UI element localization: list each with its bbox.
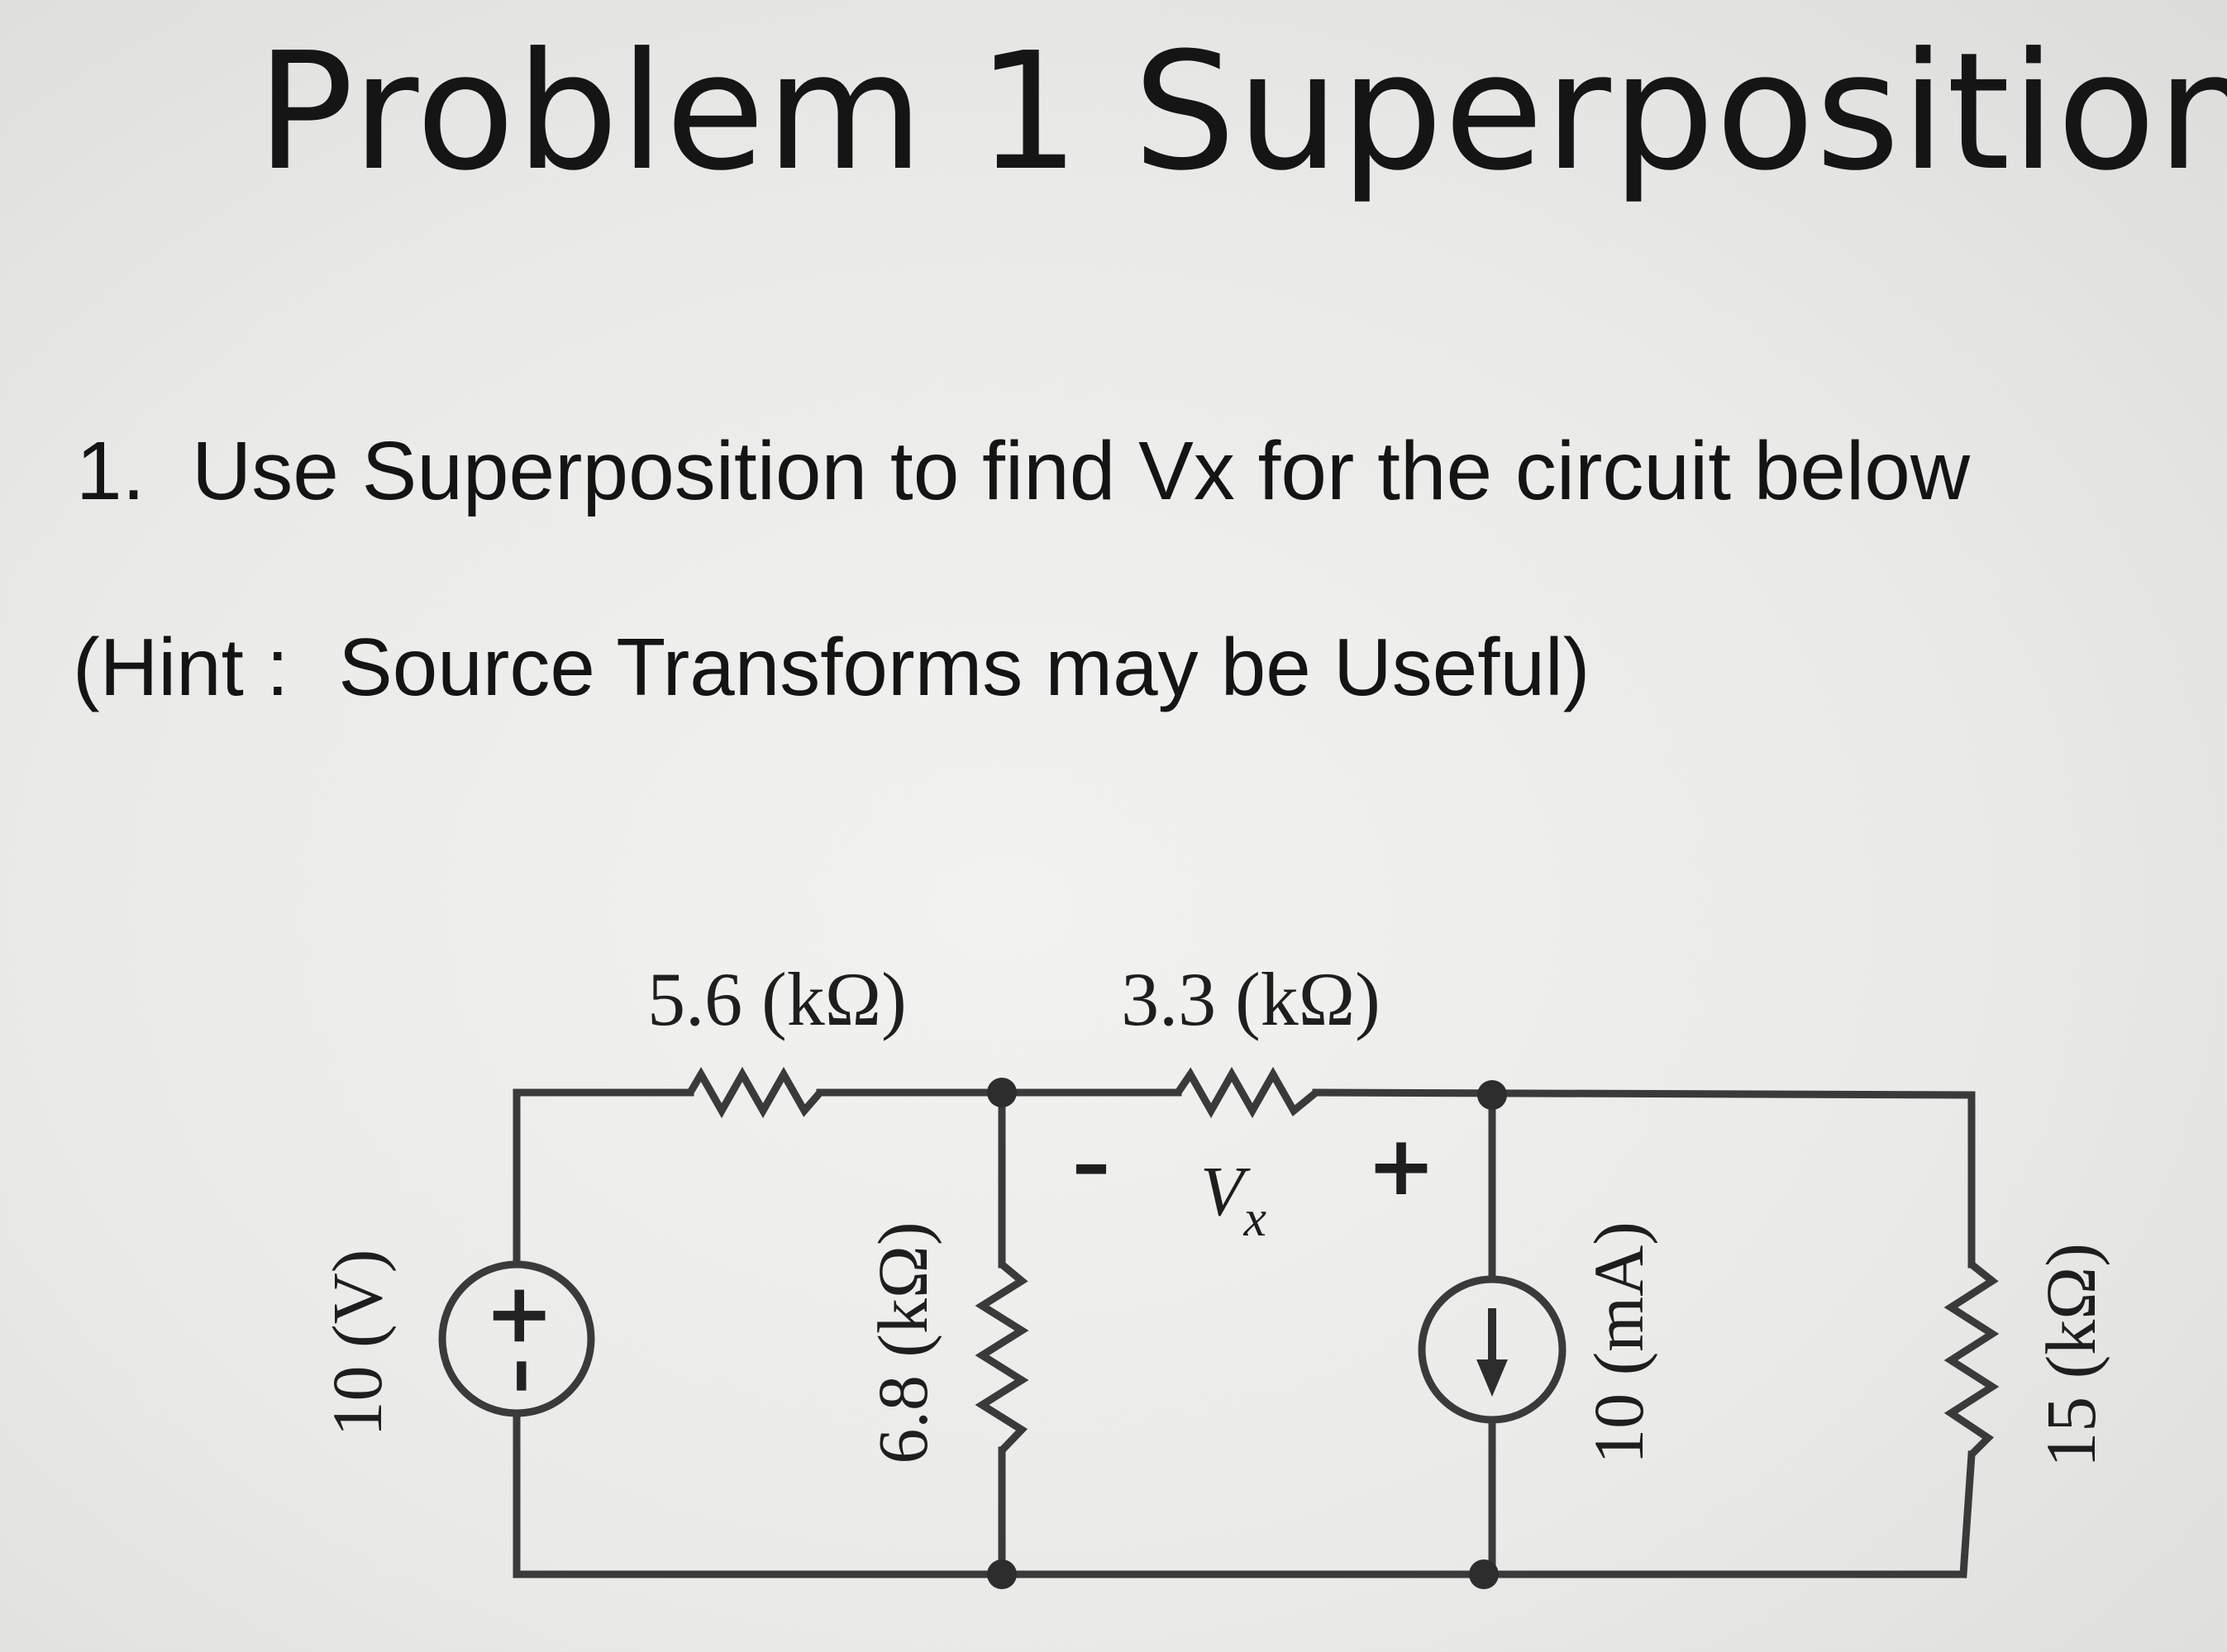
circuit-wires bbox=[513, 1088, 1976, 1578]
problem-title: Problem 1 Superposition bbox=[256, 18, 2227, 207]
vx-symbol: V bbox=[1200, 1151, 1251, 1231]
voltage-source-plus: + bbox=[469, 1281, 565, 1350]
node-bottom-right bbox=[1469, 1559, 1499, 1589]
resistor-15k bbox=[1943, 1261, 2000, 1458]
node-bottom-left bbox=[987, 1559, 1017, 1589]
r1-label: 5.6 (kΩ) bbox=[647, 957, 907, 1041]
vx-plus-sign: + bbox=[1366, 1117, 1436, 1214]
vx-label: Vx bbox=[1200, 1151, 1267, 1247]
question-line: 1.Use Superposition to find Vx for the c… bbox=[76, 430, 1970, 512]
current-source-circle bbox=[1418, 1275, 1567, 1424]
question-number: 1. bbox=[76, 425, 145, 517]
wire-top-right bbox=[1312, 1088, 1976, 1099]
hint-text: Source Transforms may be Useful) bbox=[338, 621, 1590, 712]
r2-label: 3.3 (kΩ) bbox=[1121, 957, 1381, 1041]
hint-prefix: (Hint : bbox=[73, 621, 289, 712]
resistor-6-8k bbox=[975, 1261, 1029, 1454]
voltage-source-circle bbox=[438, 1260, 595, 1417]
vsource-label: 10 (V) bbox=[317, 1250, 397, 1437]
vx-minus-sign: – bbox=[1072, 1120, 1110, 1208]
question-text: Use Superposition to find Vx for the cir… bbox=[192, 425, 1971, 517]
r4-label: 15 (kΩ) bbox=[2031, 1243, 2110, 1468]
hint-line: (Hint :Source Transforms may be Useful) bbox=[73, 626, 1590, 707]
isource-label: 10 (mA) bbox=[1579, 1221, 1658, 1464]
circuit-nodes bbox=[987, 1078, 1507, 1589]
r3-label: 6.8 (kΩ) bbox=[863, 1221, 942, 1464]
current-source bbox=[1418, 1275, 1567, 1424]
wire-r4-lower bbox=[1959, 1450, 1976, 1578]
vx-subscript: x bbox=[1243, 1191, 1267, 1247]
voltage-source-minus: – bbox=[474, 1358, 560, 1395]
node-top-left bbox=[987, 1078, 1017, 1107]
resistor-3-3k bbox=[1175, 1066, 1319, 1119]
voltage-source: + – bbox=[438, 1260, 595, 1417]
current-arrow-down-icon bbox=[1476, 1359, 1508, 1397]
node-top-right bbox=[1477, 1080, 1507, 1110]
resistor-5-6k bbox=[687, 1066, 823, 1119]
